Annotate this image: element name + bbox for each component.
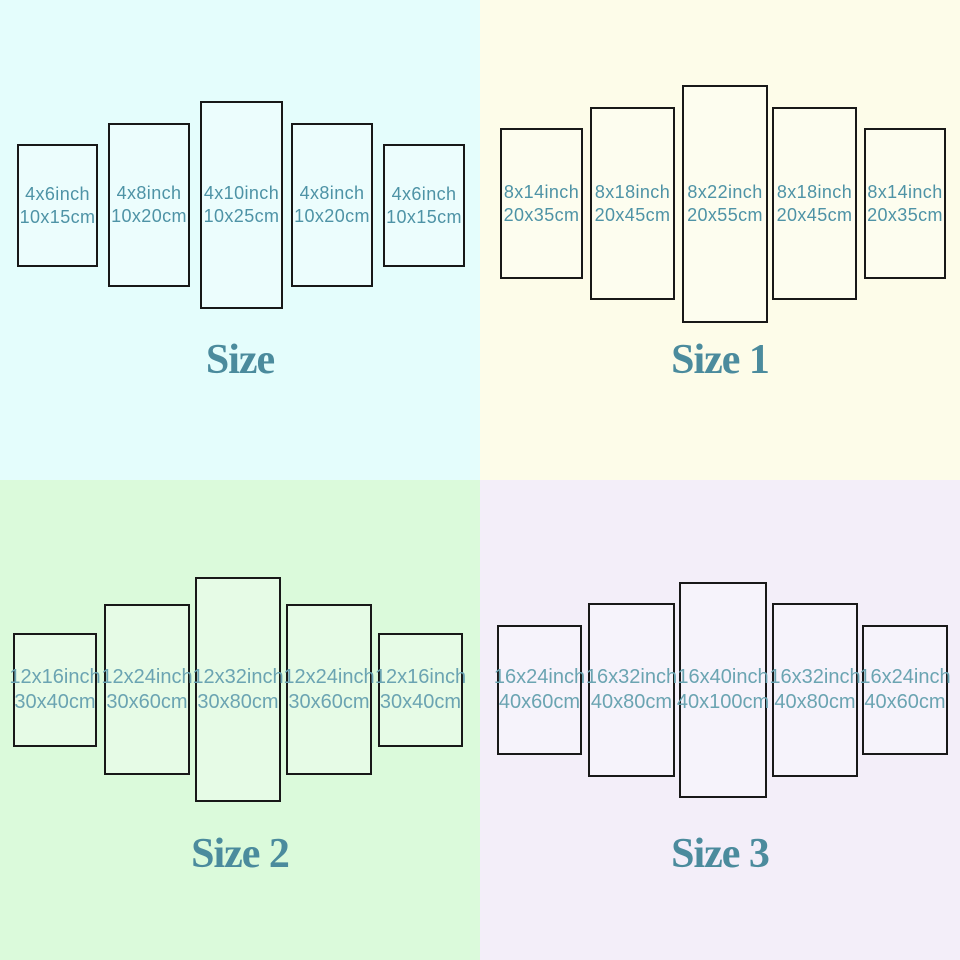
canvas-panel: 4x8inch 10x20cm xyxy=(108,123,190,287)
panel-size-label: 16x32inch 40x80cm xyxy=(586,665,677,715)
panel-size-label: 12x24inch 30x60cm xyxy=(283,665,374,715)
panel-size-inch: 12x24inch xyxy=(283,665,375,688)
panel-size-label: 16x40inch 40x100cm xyxy=(677,665,769,715)
canvas-panel: 4x6inch 10x15cm xyxy=(383,144,465,267)
panel-size-label: 4x8inch 10x20cm xyxy=(111,182,187,228)
size-section-2: 12x16inch 30x40cm 12x24inch 30x60cm 12x3… xyxy=(0,480,480,960)
canvas-panel: 12x24inch 30x60cm xyxy=(283,604,375,775)
panel-size-inch: 4x8inch xyxy=(299,183,365,203)
panel-size-inch: 8x14inch xyxy=(867,181,943,202)
panel-size-inch: 12x32inch xyxy=(192,665,284,688)
panel-size-cm: 40x60cm xyxy=(864,691,946,713)
canvas-panel: 4x6inch 10x15cm xyxy=(17,144,98,267)
panel-size-cm: 20x45cm xyxy=(594,204,671,225)
panel-size-inch: 4x10inch xyxy=(203,183,280,203)
canvas-panel: 4x8inch 10x20cm xyxy=(291,123,373,287)
panel-size-label: 4x6inch 10x15cm xyxy=(386,183,462,229)
panel-size-cm: 10x15cm xyxy=(19,206,96,227)
panel-size-cm: 10x20cm xyxy=(111,206,187,226)
panel-size-cm: 30x40cm xyxy=(379,691,462,713)
panel-size-label: 8x18inch 20x45cm xyxy=(595,181,671,227)
panel-size-label: 12x24inch 30x60cm xyxy=(101,665,192,715)
panel-size-inch: 8x14inch xyxy=(503,181,580,202)
canvas-panel: 8x14inch 20x35cm xyxy=(864,128,946,279)
panel-size-cm: 20x55cm xyxy=(687,205,763,225)
panel-size-inch: 16x24inch xyxy=(493,666,586,688)
canvas-panel: 16x24inch 40x60cm xyxy=(494,625,585,755)
panel-size-inch: 12x16inch xyxy=(374,666,467,688)
panel-size-cm: 30x60cm xyxy=(288,690,370,713)
panel-size-label: 8x22inch 20x55cm xyxy=(687,181,763,227)
panel-size-label: 16x24inch 40x60cm xyxy=(494,665,585,715)
panel-size-cm: 20x35cm xyxy=(503,204,580,225)
panel-size-cm: 30x60cm xyxy=(106,690,188,713)
canvas-panel: 16x32inch 40x80cm xyxy=(769,603,861,777)
panel-size-inch: 16x40inch xyxy=(677,666,769,688)
size-section-3: 16x24inch 40x60cm 16x32inch 40x80cm 16x4… xyxy=(480,480,960,960)
panel-size-cm: 10x25cm xyxy=(203,206,280,226)
panel-size-inch: 16x32inch xyxy=(585,666,678,688)
panel-size-cm: 20x45cm xyxy=(776,204,853,225)
panel-size-cm: 40x100cm xyxy=(676,691,770,713)
panel-size-label: 16x32inch 40x80cm xyxy=(769,665,860,715)
panel-size-inch: 8x18inch xyxy=(594,181,671,202)
canvas-panel: 4x10inch 10x25cm xyxy=(200,101,283,309)
canvas-panel: 8x22inch 20x55cm xyxy=(682,85,768,323)
size-section-1: 8x14inch 20x35cm 8x18inch 20x45cm 8x22in… xyxy=(480,0,960,480)
panel-size-cm: 30x40cm xyxy=(14,691,96,713)
panel-size-inch: 4x8inch xyxy=(116,183,182,203)
canvas-panel: 12x16inch 30x40cm xyxy=(375,633,466,747)
canvas-panel: 12x16inch 30x40cm xyxy=(9,633,101,747)
canvas-panel: 8x18inch 20x45cm xyxy=(590,107,675,300)
panel-size-label: 4x8inch 10x20cm xyxy=(294,182,370,228)
canvas-panel: 16x40inch 40x100cm xyxy=(677,582,769,798)
panel-size-cm: 20x35cm xyxy=(867,204,943,225)
panel-size-cm: 40x80cm xyxy=(774,691,856,713)
panel-size-label: 4x10inch 10x25cm xyxy=(204,182,280,228)
panel-size-cm: 40x80cm xyxy=(590,691,673,713)
panel-size-label: 12x32inch 30x80cm xyxy=(192,665,283,715)
panel-size-inch: 4x6inch xyxy=(391,183,457,204)
panel-size-inch: 12x16inch xyxy=(9,666,101,688)
panel-size-inch: 16x24inch xyxy=(859,666,951,688)
panel-size-label: 4x6inch 10x15cm xyxy=(20,183,96,229)
canvas-panel: 8x14inch 20x35cm xyxy=(500,128,583,279)
canvas-panel: 8x18inch 20x45cm xyxy=(772,107,857,300)
panel-size-inch: 12x24inch xyxy=(101,665,193,688)
panel-size-cm: 30x80cm xyxy=(197,690,279,713)
panel-size-label: 8x18inch 20x45cm xyxy=(777,181,853,227)
canvas-panel: 16x24inch 40x60cm xyxy=(859,625,951,755)
panel-size-cm: 10x20cm xyxy=(294,206,370,226)
panel-size-label: 12x16inch 30x40cm xyxy=(375,665,466,715)
panel-size-label: 8x14inch 20x35cm xyxy=(504,181,580,227)
canvas-panel: 12x32inch 30x80cm xyxy=(192,577,284,802)
canvas-panel: 16x32inch 40x80cm xyxy=(586,603,677,777)
section-title: Size 1 xyxy=(671,337,770,383)
panel-size-label: 12x16inch 30x40cm xyxy=(9,665,100,715)
panel-size-inch: 8x22inch xyxy=(687,182,763,202)
panel-size-label: 8x14inch 20x35cm xyxy=(867,181,943,227)
panel-size-inch: 4x6inch xyxy=(25,183,90,204)
panel-size-cm: 40x60cm xyxy=(498,691,581,713)
section-title: Size 3 xyxy=(671,831,770,877)
canvas-panel: 12x24inch 30x60cm xyxy=(101,604,193,775)
size-section-default: 4x6inch 10x15cm 4x8inch 10x20cm 4x10inch… xyxy=(0,0,480,480)
section-title: Size 2 xyxy=(191,831,290,877)
section-title: Size xyxy=(205,337,275,383)
panel-size-cm: 10x15cm xyxy=(386,206,462,227)
panel-size-label: 16x24inch 40x60cm xyxy=(859,665,950,715)
panel-size-inch: 8x18inch xyxy=(776,181,853,202)
panel-size-inch: 16x32inch xyxy=(769,666,861,688)
